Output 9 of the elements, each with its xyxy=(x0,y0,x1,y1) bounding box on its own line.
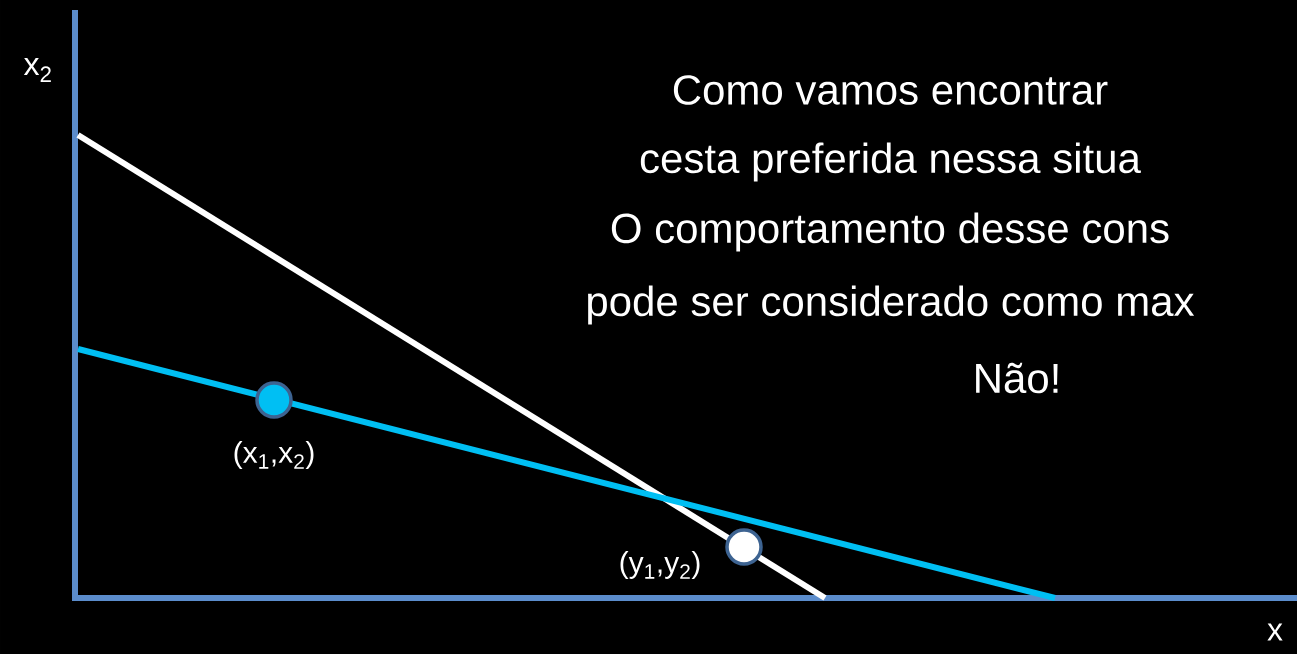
axis-label: x$_{2}$ xyxy=(23,58,51,82)
axis-label: x xyxy=(1267,623,1283,641)
answer-text: Não! xyxy=(976,362,1058,394)
point-label: (x$_{1}$,x$_{2}$) xyxy=(234,441,314,469)
question-text: cesta preferida nessa situa xyxy=(640,142,1141,182)
question-text: O comportamento desse cons xyxy=(611,212,1169,252)
question-text: pode ser considerado como max xyxy=(588,285,1195,325)
question-text: Como vamos encontrar xyxy=(673,75,1108,105)
point-label: (y$_{1}$,y$_{2}$) xyxy=(620,551,700,579)
